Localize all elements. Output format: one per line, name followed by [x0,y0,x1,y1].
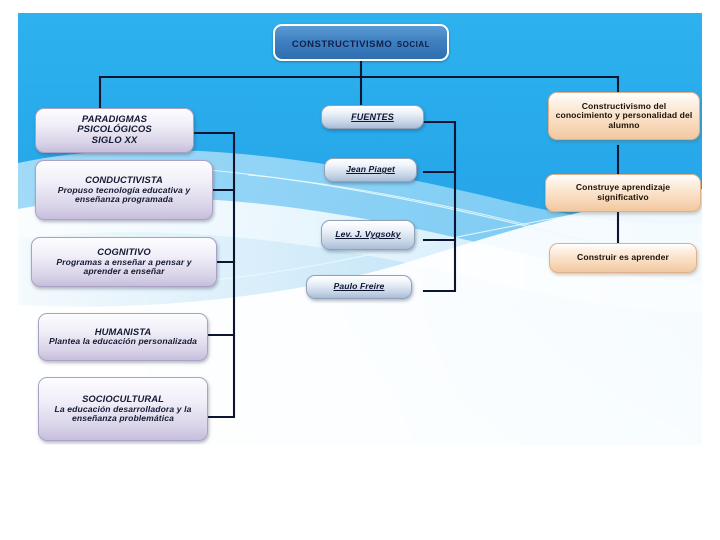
title-line-2: SOCIAL [396,39,431,49]
node-construir-es-aprender[interactable]: Construir es aprender [549,243,697,273]
node-humanista[interactable]: HUMANISTA Plantea la educación personali… [38,313,208,361]
right-item-3-text: Construir es aprender [577,252,669,263]
fuentes-label: FUENTES [351,111,394,122]
node-jean-piaget[interactable]: Jean Piaget [324,158,417,182]
node-fuentes[interactable]: FUENTES [321,105,424,129]
node-constructivismo-conocimiento[interactable]: Constructivismo del conocimiento y perso… [548,92,700,140]
node-sociocultural[interactable]: SOCIOCULTURAL La educación desarrollador… [38,377,208,441]
right-item-1-text: Constructivismo del conocimiento y perso… [555,100,693,130]
paulo-freire-label: Paulo Freire [333,281,385,292]
left-header-line-3: SIGLO XX [91,134,138,146]
left-header-line-1: PARADIGMAS [81,113,148,125]
sociocultural-heading: SOCIOCULTURAL [82,393,164,405]
sociocultural-body: La educación desarrolladora y la enseñan… [54,403,192,424]
conductivista-heading: CONDUCTIVISTA [85,174,163,186]
diagram-area: CONSTRUCTIVISMO SOCIAL PARADIGMAS PSICOL… [18,13,702,445]
right-item-2-text: Construye aprendizaje significativo [575,182,671,202]
humanista-heading: HUMANISTA [94,325,152,337]
node-constructivismo-social[interactable]: CONSTRUCTIVISMO SOCIAL [273,24,449,61]
cognitivo-body: Programas a enseñar a pensar y aprender … [56,256,192,277]
node-cognitivo[interactable]: COGNITIVO Programas a enseñar a pensar y… [31,237,217,287]
node-conductivista[interactable]: CONDUCTIVISTA Propuso tecnología educati… [35,160,213,220]
title-line-1: CONSTRUCTIVISMO [291,38,393,50]
lev-vygsoky-label: Lev. J. Vygsoky [335,229,401,240]
conductivista-body: Propuso tecnología educativa y enseñanza… [57,184,191,205]
left-header-line-2: PSICOLÓGICOS [77,124,152,136]
node-paradigmas-psicologicos[interactable]: PARADIGMAS PSICOLÓGICOS SIGLO XX [35,108,194,153]
cognitivo-heading: COGNITIVO [97,246,151,258]
node-paulo-freire[interactable]: Paulo Freire [306,275,412,299]
node-lev-vygsoky[interactable]: Lev. J. Vygsoky [321,220,415,250]
node-construye-aprendizaje[interactable]: Construye aprendizaje significativo [545,174,701,212]
humanista-body: Plantea la educación personalizada [48,336,198,347]
jean-piaget-label: Jean Piaget [346,164,395,175]
